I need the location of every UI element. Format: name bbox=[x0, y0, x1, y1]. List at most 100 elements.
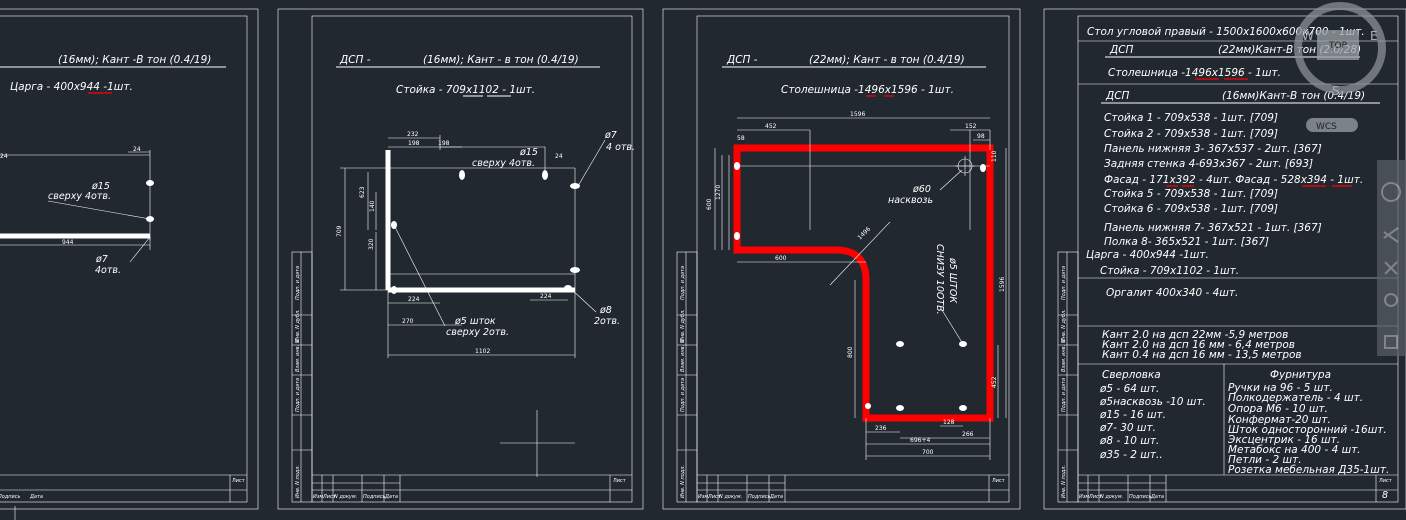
pan-icon[interactable] bbox=[1383, 227, 1399, 243]
sheet3-dim-1600: 1596 bbox=[999, 277, 1006, 292]
svg-text:Дата: Дата bbox=[769, 494, 783, 500]
spec-g1-item-0: Столешница -1496х1596 - 1шт. bbox=[1108, 67, 1281, 79]
viewcube-e: E bbox=[1370, 29, 1378, 43]
svg-text:Инв. N дубл.: Инв. N дубл. bbox=[1061, 309, 1067, 342]
sheet3-dim-58: 58 bbox=[737, 135, 745, 142]
sheet-4: Подп. и дата Инв. N дубл. Взам. инв. N П… bbox=[1043, 8, 1406, 510]
navigation-bar[interactable] bbox=[1377, 160, 1406, 356]
sheet3-dim-1596: 1596 bbox=[850, 111, 865, 118]
sheet3-dim-236: 236 bbox=[875, 425, 887, 432]
svg-text:N докум.: N докум. bbox=[719, 494, 742, 500]
spec-group2b: (16мм)Кант-В тон (0.4/19) bbox=[1222, 90, 1365, 102]
showmotion-icon[interactable] bbox=[1384, 335, 1398, 349]
viewcube-face[interactable] bbox=[1317, 30, 1359, 60]
steering-wheel-icon[interactable] bbox=[1381, 182, 1401, 202]
sheet2-dim-1102: 1102 bbox=[475, 348, 490, 355]
spec-orgalit: Оргалит 400х340 - 4шт. bbox=[1106, 287, 1238, 299]
viewcube-w: W bbox=[1302, 29, 1314, 43]
svg-text:Подпись: Подпись bbox=[363, 494, 386, 500]
sheet2-note1: ø15 bbox=[519, 147, 538, 158]
spec-drill-title: Сверловка bbox=[1102, 369, 1161, 381]
sheet3-dim-800: 800 bbox=[847, 346, 854, 358]
spec-g2-item: Царга - 400х944 -1шт. bbox=[1086, 249, 1209, 261]
svg-text:Лист: Лист bbox=[322, 494, 337, 500]
sheet3-dim-1496: 1496 bbox=[856, 226, 872, 242]
spec-group1: ДСП bbox=[1109, 44, 1134, 56]
spec-hw-item: Ручки на 96 - 5 шт. bbox=[1228, 382, 1333, 394]
spec-edges: Кант 2.0 на дсп 22мм -5,9 метров Кант 2.… bbox=[1102, 329, 1302, 361]
wcs-menu[interactable] bbox=[1306, 118, 1358, 132]
sheet3-header: ДСП - bbox=[726, 54, 758, 66]
sheet4-lit-label: Лист bbox=[1379, 478, 1392, 484]
viewcube-s: S bbox=[1332, 84, 1340, 98]
spec-edge-item: Кант 0.4 на дсп 16 мм - 13,5 метров bbox=[1102, 349, 1302, 361]
spec-g2-item: Стойка 6 - 709х538 - 1шт. [709] bbox=[1104, 203, 1278, 215]
sheet3-dim-128: 128 bbox=[943, 419, 955, 426]
sheet3-dim-452: 452 bbox=[765, 123, 777, 130]
sheet2-dim-270: 270 bbox=[402, 318, 414, 325]
svg-text:Взам. инв. N: Взам. инв. N bbox=[680, 339, 686, 372]
spec-g2-item: Задняя стенка 4-693х367 - 2шт. [693] bbox=[1104, 158, 1313, 170]
svg-text:Лист: Лист bbox=[1088, 494, 1103, 500]
sheet2-dim-709: 709 bbox=[336, 225, 343, 237]
sheet3-dim-600: 600 bbox=[706, 198, 713, 210]
sheet2-header: ДСП - bbox=[339, 54, 371, 66]
orbit-icon[interactable] bbox=[1384, 293, 1398, 307]
svg-text:N докум.: N докум. bbox=[1100, 494, 1123, 500]
sheet2-dim-320: 320 bbox=[368, 238, 375, 250]
svg-text:Подп. и дата: Подп. и дата bbox=[1061, 378, 1067, 412]
spec-g2-item: Панель нижняя 7- 367х521 - 1шт. [367] bbox=[1104, 222, 1322, 234]
spec-g2-item: Полка 8- 365х521 - 1шт. [367] bbox=[1104, 236, 1269, 248]
svg-text:Дата: Дата bbox=[1150, 494, 1164, 500]
spec-hw-item: Шток односторонний -16шт. bbox=[1228, 424, 1387, 436]
sheet2-note3: ø5 шток bbox=[454, 316, 496, 327]
spec-hw-item: Конфермат-20 шт. bbox=[1228, 414, 1331, 426]
sheet2-dim-224b: 224 bbox=[540, 293, 552, 300]
svg-text:Подпись: Подпись bbox=[748, 494, 771, 500]
spec-hw-item: Опора М6 - 10 шт. bbox=[1228, 403, 1328, 415]
sheet3-dim-110: 110 bbox=[991, 150, 998, 162]
spec-drill-item: ø15 - 16 шт. bbox=[1099, 409, 1166, 421]
svg-text:Подп. и дата: Подп. и дата bbox=[295, 266, 301, 300]
sheet1-titleblock-cols: Подпись Дата bbox=[0, 494, 43, 500]
sheet2-note4b: 2отв. bbox=[594, 316, 620, 327]
sheet4-titleblock-cols: Изм. Лист N докум. Подпись Дата bbox=[1079, 494, 1164, 500]
svg-text:Взам. инв. N: Взам. инв. N bbox=[1061, 339, 1067, 372]
sheet3-lit-label: Лист bbox=[992, 478, 1005, 484]
sheet2-note4: ø8 bbox=[599, 305, 612, 316]
svg-text:Подп. и дата: Подп. и дата bbox=[295, 378, 301, 412]
svg-text:Подп. и дата: Подп. и дата bbox=[1061, 266, 1067, 300]
spec-hw-item: Полкодержатель - 4 шт. bbox=[1228, 392, 1363, 404]
svg-text:Инв. N подл.: Инв. N подл. bbox=[680, 465, 686, 498]
sheet2-titleblock-cols: Изм. Лист N докум. Подпись Дата bbox=[313, 494, 398, 500]
sheet3-note1: ø60 bbox=[912, 184, 931, 195]
zoom-icon[interactable] bbox=[1384, 261, 1398, 275]
sheet3-note2b: СНИЗУ 10ОТВ. bbox=[934, 244, 945, 315]
sheet3-dim-700: 700 bbox=[922, 449, 934, 456]
wcs-label: WCS bbox=[1316, 122, 1337, 132]
sheet1-header: (16мм); Кант -В тон (0.4/19) bbox=[58, 54, 211, 66]
sheet2-header2: (16мм); Кант - в тон (0.4/19) bbox=[423, 54, 579, 66]
sheet2-note3b: сверху 2отв. bbox=[446, 327, 509, 338]
sheet1-note-d7b: 4отв. bbox=[95, 265, 121, 276]
sheet3-dim-1270: 1270 bbox=[715, 185, 722, 200]
sheet2-dim-24: 24 bbox=[555, 153, 563, 160]
spec-drill-item: ø7- 30 шт. bbox=[1099, 422, 1156, 434]
viewcube[interactable]: ТОР W E S WCS bbox=[1294, 2, 1386, 132]
sheet1-note-d15b: сверху 4отв. bbox=[48, 191, 111, 202]
svg-text:Лист: Лист bbox=[707, 494, 722, 500]
spec-g2-item: Панель нижняя 3- 367х537 - 2шт. [367] bbox=[1104, 143, 1322, 155]
sheet3-note2: ø5 ШТОК bbox=[947, 257, 958, 304]
sheet2-note2: ø7 bbox=[604, 130, 617, 141]
sheet3-titleblock-cols: Изм. Лист N докум. Подпись Дата bbox=[698, 494, 783, 500]
svg-text:Инв. N подл.: Инв. N подл. bbox=[1061, 465, 1067, 498]
spec-drill-item: ø8 - 10 шт. bbox=[1099, 435, 1159, 447]
svg-text:Подпись: Подпись bbox=[1129, 494, 1152, 500]
svg-text:Взам. инв. N: Взам. инв. N bbox=[295, 339, 301, 372]
sheet3-dim-266: 266 bbox=[962, 431, 974, 438]
sheet1-dim-24b: 24 bbox=[0, 153, 8, 160]
sheet3-dim-152: 152 bbox=[965, 123, 977, 130]
sheet2-dim-140: 140 bbox=[369, 200, 376, 212]
sheet2-side-labels: Подп. и дата Инв. N дубл. Взам. инв. N П… bbox=[295, 266, 301, 498]
